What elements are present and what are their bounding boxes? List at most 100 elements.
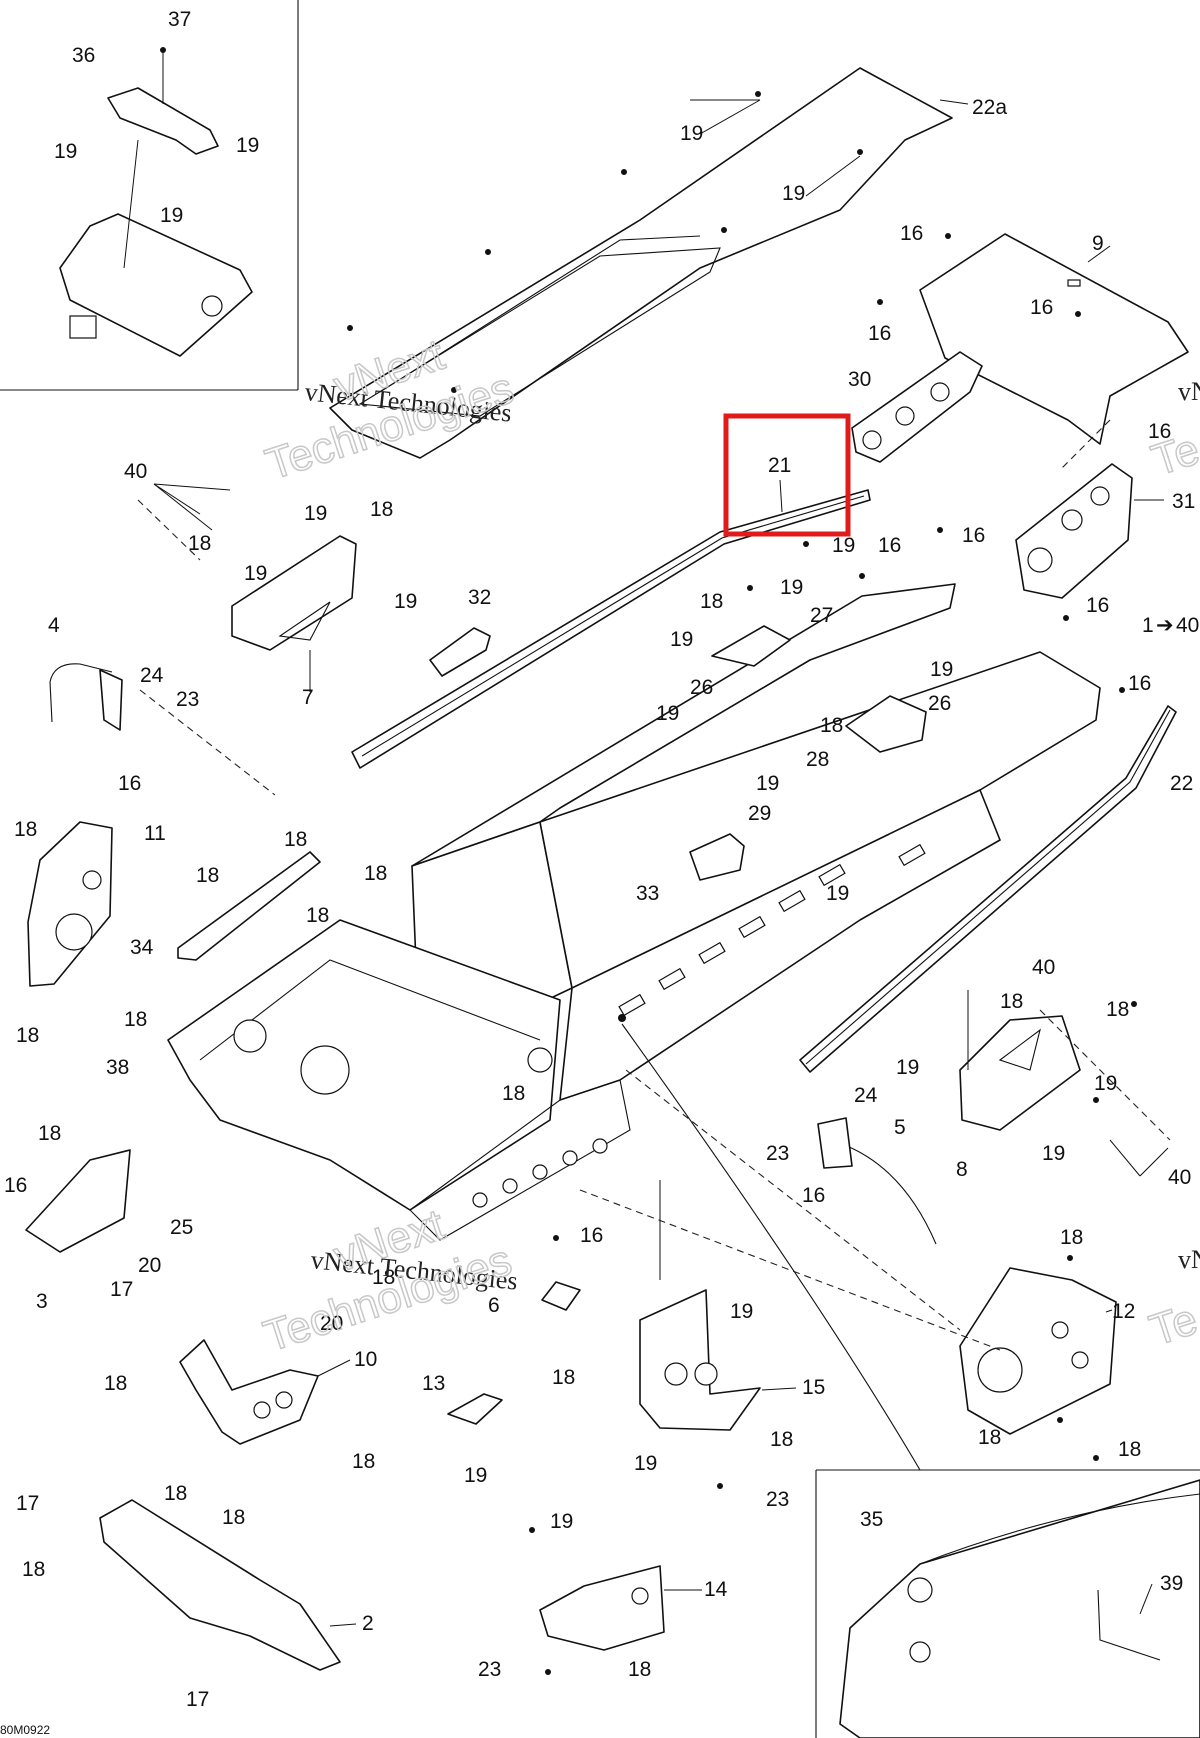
watermark-text: vN <box>1178 1245 1200 1274</box>
callout-16: 16 <box>1086 594 1109 617</box>
watermark-text: vN <box>1178 377 1200 406</box>
callout-18: 18 <box>352 1450 375 1473</box>
callout-19: 19 <box>756 772 779 795</box>
callout-34: 34 <box>130 936 154 959</box>
callout-24: 24 <box>140 664 164 687</box>
callout-16: 16 <box>962 524 985 547</box>
callout-19: 19 <box>1042 1142 1065 1165</box>
bracket-32 <box>429 627 491 677</box>
bracket-12 <box>959 1267 1117 1435</box>
handle-5 <box>817 1117 937 1245</box>
rail-22 <box>799 705 1177 1073</box>
callout-23: 23 <box>176 688 199 711</box>
callout-19: 19 <box>244 562 267 585</box>
leader-lines <box>153 99 1169 1627</box>
callout-17: 17 <box>186 1688 209 1711</box>
callout-16: 16 <box>118 772 141 795</box>
callout-27: 27 <box>810 604 833 627</box>
callout-7: 7 <box>302 686 314 709</box>
callout-19: 19 <box>304 502 327 525</box>
callout-19: 19 <box>464 1464 487 1487</box>
callout-18: 18 <box>16 1024 39 1047</box>
callout-18: 18 <box>164 1482 187 1505</box>
callout-20: 20 <box>320 1312 343 1335</box>
callout-20: 20 <box>138 1254 161 1277</box>
callout-18: 18 <box>22 1558 45 1581</box>
callout-18: 18 <box>196 864 219 887</box>
callout-18: 18 <box>284 828 307 851</box>
callout-30: 30 <box>848 368 871 391</box>
callout-13: 13 <box>422 1372 445 1395</box>
callout-16: 16 <box>868 322 891 345</box>
assembly-lines <box>137 419 1171 1471</box>
callout-9: 9 <box>1092 232 1104 255</box>
callout-16: 16 <box>580 1224 603 1247</box>
bar-34 <box>177 851 321 961</box>
callout-37: 37 <box>168 8 191 31</box>
callout-40: 40 <box>1176 614 1199 637</box>
callout-18: 18 <box>222 1506 245 1529</box>
callout-19: 19 <box>680 122 703 145</box>
callout-36: 36 <box>72 44 95 67</box>
callout-19: 19 <box>634 1452 657 1475</box>
callout-16: 16 <box>4 1174 27 1197</box>
diagram-code: 80M0922 <box>0 1723 50 1737</box>
callout-18: 18 <box>1060 1226 1083 1249</box>
callout-18: 18 <box>628 1658 651 1681</box>
console-9 <box>919 233 1189 445</box>
step-15 <box>639 1289 761 1431</box>
callout-16: 16 <box>1128 672 1151 695</box>
handle-4 <box>49 663 123 731</box>
callout-19: 19 <box>782 182 805 205</box>
callout-19: 19 <box>1094 1072 1117 1095</box>
callout-22: 22 <box>1170 772 1193 795</box>
callout-33: 33 <box>636 882 659 905</box>
inset-top-left <box>0 0 299 391</box>
step-14 <box>539 1565 665 1651</box>
callout-40: 40 <box>1168 1166 1191 1189</box>
callout-16: 16 <box>802 1184 825 1207</box>
bracket-8 <box>959 1015 1081 1131</box>
callout-19: 19 <box>930 658 953 681</box>
bracket-11 <box>27 821 113 987</box>
callout-18: 18 <box>978 1426 1001 1449</box>
callout-18: 18 <box>38 1122 61 1145</box>
callout-19: 19 <box>550 1510 573 1533</box>
callout-15: 15 <box>802 1376 825 1399</box>
inset-bottom-right <box>815 1469 1200 1738</box>
bracket-3 <box>25 1149 131 1253</box>
callout-22a: 22a <box>972 96 1007 119</box>
callout-1-arrow: ➔ <box>1156 614 1174 637</box>
callout-18: 18 <box>124 1008 147 1031</box>
callout-19: 19 <box>236 134 259 157</box>
callout-16: 16 <box>1148 420 1171 443</box>
callout-24: 24 <box>854 1084 878 1107</box>
callout-18: 18 <box>372 1266 395 1289</box>
callout-18: 18 <box>820 714 843 737</box>
callout-11: 11 <box>144 822 166 845</box>
callout-18: 18 <box>364 862 387 885</box>
callout-19: 19 <box>394 590 417 613</box>
callout-32: 32 <box>468 586 491 609</box>
bracket-2 <box>99 1499 341 1671</box>
bracket-7 <box>231 535 357 651</box>
callout-19: 19 <box>780 576 803 599</box>
callout-18: 18 <box>1000 990 1023 1013</box>
callout-23: 23 <box>478 1658 501 1681</box>
callout-16: 16 <box>878 534 901 557</box>
callout-19: 19 <box>730 1300 753 1323</box>
callout-40: 40 <box>1032 956 1055 979</box>
bracket-13 <box>447 1393 503 1425</box>
callout-19: 19 <box>54 140 77 163</box>
callout-18: 18 <box>14 818 37 841</box>
callout-23: 23 <box>766 1488 789 1511</box>
callout-18: 18 <box>502 1082 525 1105</box>
main-tunnel-frame <box>167 583 1101 1241</box>
callout-18: 18 <box>306 904 329 927</box>
callout-4: 4 <box>48 614 60 637</box>
callout-19: 19 <box>896 1056 919 1079</box>
watermark-outline: Te <box>1144 1295 1200 1356</box>
callout-16: 16 <box>1030 296 1053 319</box>
fasteners <box>160 47 1137 1675</box>
tunnel-cover-22a <box>329 67 953 459</box>
